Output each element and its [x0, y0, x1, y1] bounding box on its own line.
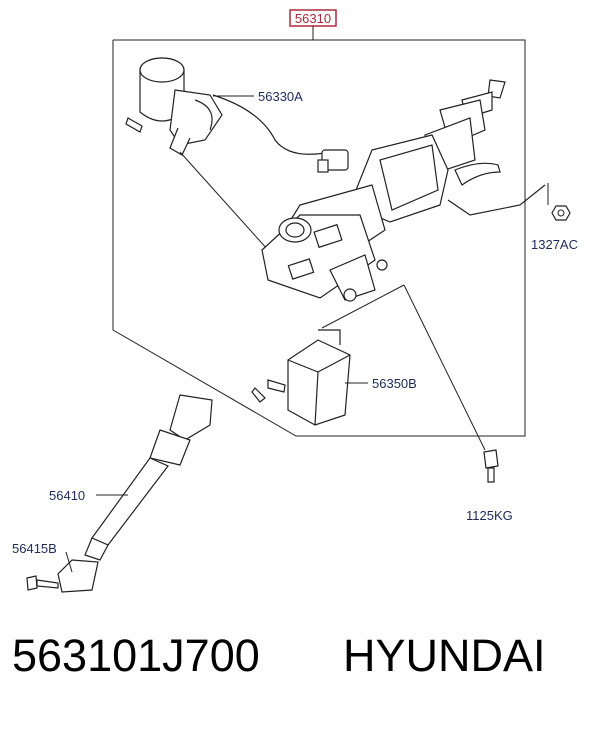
control-unit-part[interactable] — [251, 329, 351, 426]
part-number: 563101J700 — [12, 630, 260, 681]
shaft-part[interactable] — [57, 394, 213, 593]
brand-name: HYUNDAI — [343, 630, 546, 681]
steering-column-diagram: 56310 56330A — [12, 9, 578, 593]
assembly-label[interactable]: 56310 — [289, 9, 337, 27]
label-motor[interactable]: 56330A — [258, 89, 303, 104]
footer: 563101J700 HYUNDAI — [0, 618, 600, 708]
label-shaft[interactable]: 56410 — [49, 488, 85, 503]
motor-part[interactable] — [125, 57, 349, 173]
steering-column[interactable] — [261, 79, 546, 302]
label-nut[interactable]: 1327AC — [531, 237, 578, 252]
shaft-bolt-part[interactable] — [26, 575, 59, 591]
label-bolt[interactable]: 1125KG — [466, 508, 513, 523]
assembly-frame — [112, 39, 526, 437]
bolt-part[interactable] — [483, 449, 499, 483]
svg-text:56310: 56310 — [295, 11, 331, 26]
label-control-unit[interactable]: 56350B — [372, 376, 417, 391]
label-shaft-bolt[interactable]: 56415B — [12, 541, 57, 556]
